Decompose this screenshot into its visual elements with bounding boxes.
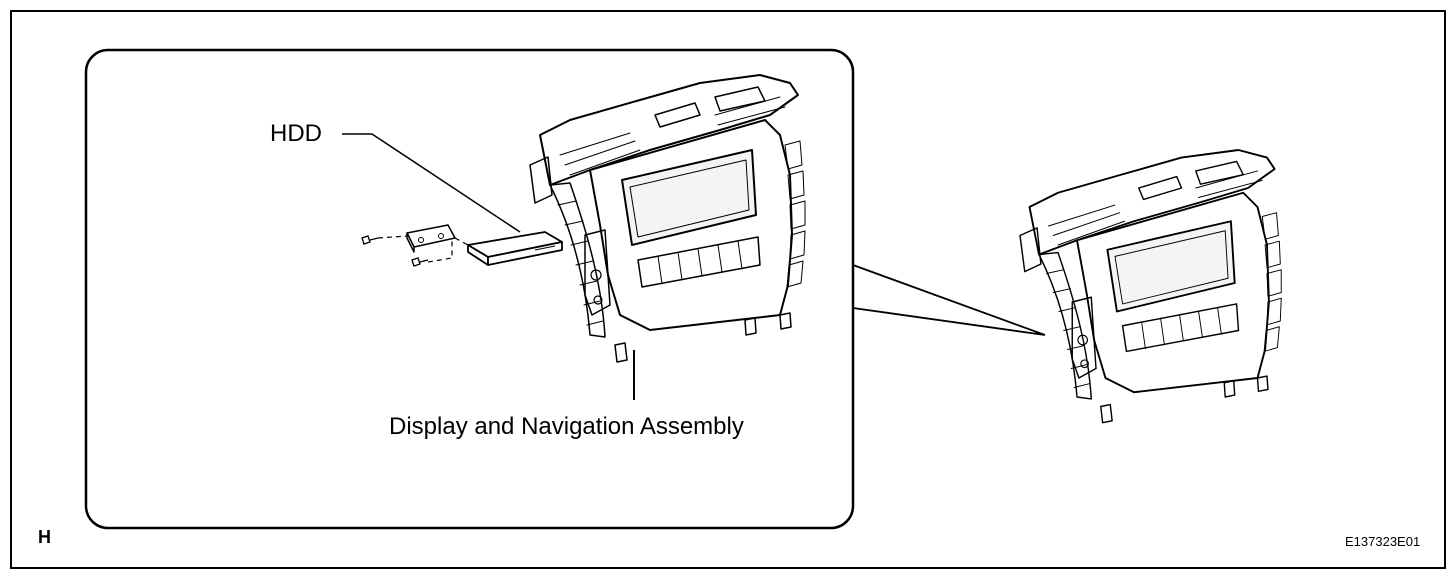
display-navigation-assembly-large bbox=[529, 74, 806, 363]
figure-code: E137323E01 bbox=[1345, 534, 1421, 549]
outer-frame bbox=[10, 10, 1446, 569]
display-navigation-assembly-small bbox=[1019, 149, 1283, 424]
sheet-letter: H bbox=[38, 527, 51, 547]
hdd-leader-line bbox=[342, 133, 521, 233]
alignment-dashes bbox=[377, 235, 469, 263]
hdd-label: HDD bbox=[270, 120, 322, 147]
detail-box bbox=[84, 48, 855, 530]
screws bbox=[361, 235, 429, 267]
hdd-bracket bbox=[406, 224, 456, 253]
display-navigation-assembly-label: Display and Navigation Assembly bbox=[389, 413, 744, 440]
callout-lines bbox=[852, 264, 1046, 336]
hdd-drive bbox=[467, 231, 563, 266]
